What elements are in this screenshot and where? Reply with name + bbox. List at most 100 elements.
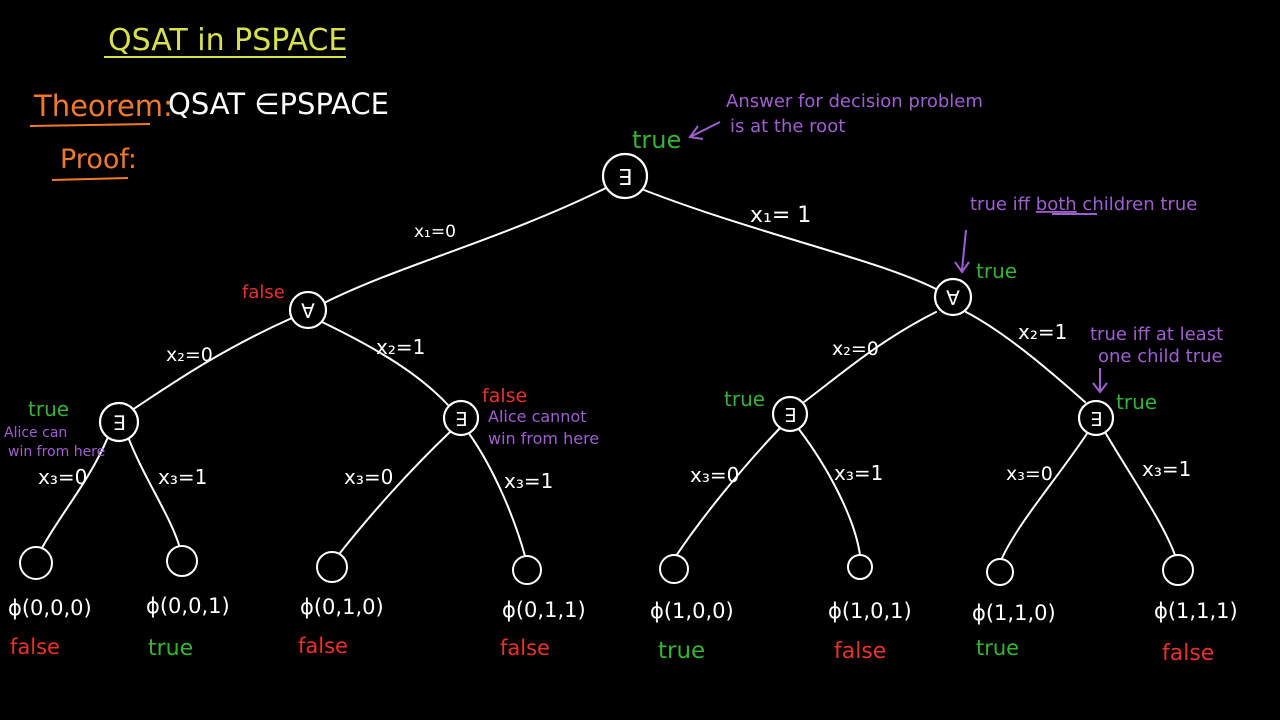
node-l2-b-value: false: [482, 385, 527, 407]
edge-label-c-right: x₃=1: [834, 461, 883, 485]
leaf-4-circle: [512, 555, 542, 585]
leaf-7-circle: [986, 558, 1014, 586]
edge-c-right: [797, 427, 861, 556]
edge-label-l1l-left: x₂=0: [166, 344, 213, 366]
edge-label-a-left: x₃=0: [38, 465, 87, 489]
edge-c-left: [675, 427, 781, 557]
node-l2-a-circle: [98, 401, 140, 443]
leaf-2-circle: [166, 545, 198, 577]
leaf-3: ϕ(0,1,0) false: [298, 551, 384, 658]
leaf-2: ϕ(0,0,1) true: [146, 545, 230, 661]
edge-b-left: [339, 431, 451, 554]
edge-label-root-left: x₁=0: [414, 222, 456, 242]
leaf-5-formula: ϕ(1,0,0): [650, 599, 734, 623]
leaf-7-formula: ϕ(1,1,0): [972, 601, 1056, 625]
note-alice-can-line1: Alice can: [4, 425, 67, 441]
node-l2-c: ∃: [771, 395, 809, 433]
edge-label-b-left: x₃=0: [344, 465, 393, 489]
leaf-5: ϕ(1,0,0) true: [650, 554, 734, 664]
leaf-4-formula: ϕ(0,1,1): [502, 598, 586, 622]
note-forall-text: true iff both children true: [970, 194, 1197, 215]
node-l2-c-circle: [771, 395, 809, 433]
node-l2-b-symbol: ∃: [455, 409, 467, 431]
leaf-5-value: true: [658, 638, 705, 664]
leaf-6-value: false: [834, 639, 886, 664]
edge-l1r-right: [965, 311, 1086, 403]
node-l2-a: ∃: [98, 401, 140, 443]
edge-a-left: [41, 436, 109, 549]
leaf-1-formula: ϕ(0,0,0): [8, 596, 92, 620]
note-alice-cannot-line1: Alice cannot: [488, 407, 587, 426]
edge-l1l-left: [131, 317, 293, 411]
theorem-label: Theorem:: [33, 89, 173, 123]
arrow-icon: [1092, 382, 1108, 394]
node-l1-left: ∀: [288, 290, 328, 330]
node-root-circle: [601, 152, 649, 200]
edge-label-d-right: x₃=1: [1142, 457, 1191, 481]
edge-b-right: [467, 431, 526, 557]
leaf-6-circle: [847, 554, 873, 580]
note-forall-suffix: children true: [1077, 194, 1198, 215]
arrow-icon: [954, 261, 970, 274]
tree-edges: [41, 187, 1177, 559]
node-l2-d: ∃: [1077, 399, 1115, 437]
leaf-7: ϕ(1,1,0) true: [972, 558, 1056, 660]
note-alice-cannot-line2: win from here: [488, 429, 599, 448]
slide-title: QSAT in PSPACE: [108, 23, 347, 58]
leaf-6: ϕ(1,0,1) false: [828, 554, 912, 664]
leaf-3-formula: ϕ(0,1,0): [300, 595, 384, 619]
leaf-2-value: true: [148, 636, 193, 661]
node-l1-left-circle: [288, 290, 328, 330]
leaf-7-value: true: [976, 636, 1019, 660]
note-forall-arrow-shaft: [961, 229, 967, 271]
note-root-line1: Answer for decision problem: [726, 91, 983, 112]
leaf-5-circle: [659, 554, 689, 584]
edge-label-l1r-left: x₂=0: [832, 338, 879, 360]
note-forall-prefix: true iff: [970, 194, 1036, 215]
node-root-symbol: ∃: [618, 166, 632, 191]
edge-label-root-right: x₁= 1: [750, 203, 811, 228]
edge-d-left: [1001, 431, 1089, 559]
node-l1-right-circle: [933, 277, 973, 317]
edge-label-l1r-right: x₂=1: [1018, 320, 1067, 344]
leaf-3-value: false: [298, 634, 348, 658]
edge-l1l-right: [321, 321, 449, 406]
node-l1-left-symbol: ∀: [301, 299, 315, 323]
note-root-arrow-shaft: [691, 121, 721, 137]
edge-label-l1l-right: x₂=1: [376, 335, 425, 359]
theorem-underline: [29, 123, 151, 127]
leaf-8-value: false: [1162, 641, 1214, 666]
node-l2-d-symbol: ∃: [1090, 409, 1102, 431]
proof-underline: [51, 177, 129, 181]
arrow-icon: [688, 125, 704, 140]
edge-label-c-left: x₃=0: [690, 463, 739, 487]
leaf-8-circle: [1162, 554, 1194, 586]
leaf-1-value: false: [10, 635, 60, 659]
leaf-8: ϕ(1,1,1) false: [1154, 554, 1238, 666]
node-l1-left-value: false: [242, 282, 285, 303]
node-l2-a-value: true: [28, 397, 69, 421]
leaf-6-formula: ϕ(1,0,1): [828, 599, 912, 623]
node-root: ∃: [601, 152, 649, 200]
note-alice-can: Alice can win from here: [4, 425, 105, 460]
node-root-value: true: [632, 126, 681, 154]
note-exists-line2: one child true: [1098, 346, 1223, 367]
theorem-statement: QSAT ∈PSPACE: [168, 87, 389, 121]
leaf-3-circle: [316, 551, 348, 583]
leaf-1-circle: [19, 546, 53, 580]
leaf-1: ϕ(0,0,0) false: [8, 546, 92, 659]
edge-label-a-right: x₃=1: [158, 465, 207, 489]
node-l1-right-value: true: [976, 259, 1017, 283]
note-root: Answer for decision problem is at the ro…: [688, 91, 983, 140]
note-alice-can-line2: win from here: [8, 444, 105, 460]
edge-label-b-right: x₃=1: [504, 469, 553, 493]
edge-a-right: [127, 436, 181, 549]
node-l2-d-circle: [1077, 399, 1115, 437]
edge-root-left: [323, 187, 607, 304]
edge-root-right: [643, 189, 939, 291]
note-exists: true iff at least one child true: [1090, 324, 1223, 394]
proof-label: Proof:: [60, 144, 137, 175]
node-l2-d-value: true: [1116, 390, 1157, 414]
note-forall-both: both: [1036, 194, 1077, 215]
